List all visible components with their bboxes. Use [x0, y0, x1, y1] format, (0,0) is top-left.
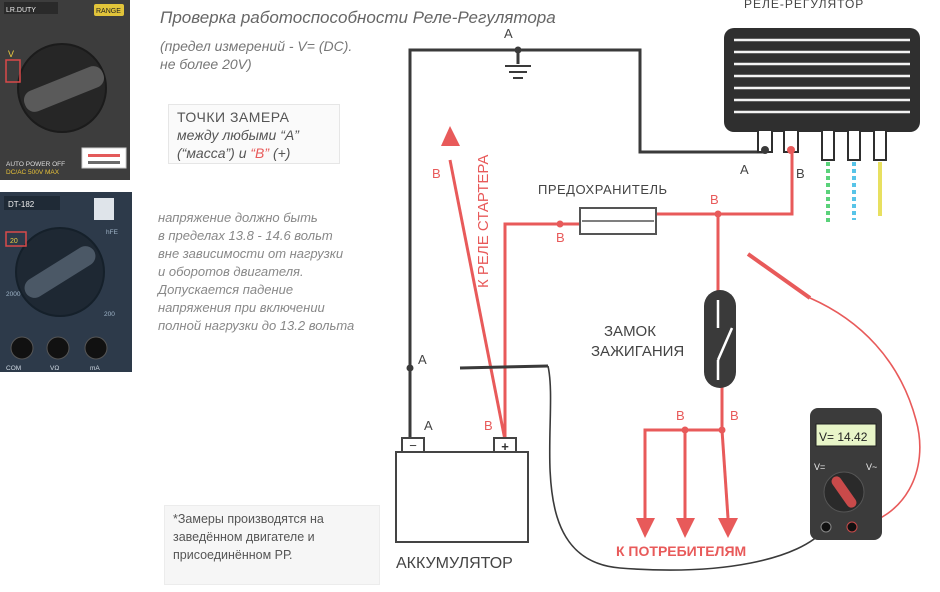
- battery-probe-bar: [459, 364, 549, 370]
- photo-bottom-range20: 20: [10, 238, 18, 245]
- relay-terminal-a: [761, 146, 769, 154]
- label-consumers: К ПОТРЕБИТЕЛЯМ: [616, 543, 746, 559]
- label-b-relay: B: [796, 166, 805, 181]
- photo-bottom-ma: mA: [90, 365, 100, 372]
- relay-regulator: [724, 28, 920, 224]
- label-b-fuse-right: B: [710, 192, 719, 207]
- footnote-line-1: *Замеры производятся на: [173, 512, 324, 526]
- points-box-line3-post: (+): [269, 145, 291, 161]
- fuse: [579, 207, 657, 235]
- junction-b-fuse-left: [556, 220, 564, 228]
- photo-bottom-model: DT-182: [8, 200, 35, 209]
- footnote-line-3: присоединённом РР.: [173, 548, 293, 562]
- label-a-battery-wire: A: [418, 352, 427, 367]
- red-probe: [746, 252, 812, 300]
- photo-bottom-range200: 200: [104, 311, 115, 318]
- battery-minus: −: [409, 438, 417, 453]
- multimeter-mode-label: V=: [814, 462, 825, 472]
- note-line-2: в пределах 13.8 - 14.6 вольт: [158, 228, 333, 243]
- label-b-consumers-1: B: [676, 408, 685, 423]
- footnote-box: *Замеры производятся на заведённом двига…: [164, 505, 380, 585]
- points-box-line2: между любыми “А”: [177, 127, 299, 143]
- junction-b-consumers-2: [718, 426, 726, 434]
- battery-plus: +: [501, 439, 509, 454]
- label-a-battery: A: [424, 418, 433, 433]
- photo-top-mode: V: [8, 49, 14, 59]
- label-relay: РЕЛЕ-РЕГУЛЯТОР: [744, 0, 864, 11]
- junction-a-battery: [406, 364, 414, 372]
- photo-multimeter-top: AUTO POWER OFF DC/AC 500V MAX LR.DUTY RA…: [0, 0, 130, 180]
- label-b-consumers-2: B: [730, 408, 739, 423]
- label-b-fuse-left: B: [556, 230, 565, 245]
- label-starter-relay: К РЕЛЕ СТАРТЕРА: [475, 155, 492, 288]
- label-battery: АККУМУЛЯТОР: [396, 555, 513, 572]
- wire-fuse-to-relay: [655, 146, 794, 216]
- label-fuse: ПРЕДОХРАНИТЕЛЬ: [538, 182, 668, 197]
- ground-symbol: [505, 65, 531, 79]
- label-a-top: A: [504, 26, 513, 41]
- label-b-starter: B: [432, 166, 441, 181]
- meter-red-lead: [809, 297, 921, 528]
- subtitle-line-1: (предел измерений - V= (DC).: [160, 38, 353, 54]
- relay-terminal-b: [787, 146, 795, 154]
- note-line-7: полной нагрузки до 13.2 вольта: [158, 318, 355, 333]
- measurement-points-box: ТОЧКИ ЗАМЕРА между любыми “А” (“масса”) …: [168, 104, 340, 164]
- label-a-relay: A: [740, 162, 749, 177]
- arrow-consumer-3: [718, 518, 738, 538]
- photo-bottom-com: COM: [6, 365, 21, 372]
- wire-battery-to-fuse: [503, 222, 582, 440]
- arrow-consumer-2: [676, 518, 695, 538]
- junction-a-top: [514, 46, 522, 54]
- note-line-6: напряжения при включении: [158, 300, 325, 315]
- photo-top-max: DC/AC 500V MAX: [6, 169, 60, 176]
- note-line-3: вне зависимости от нагрузки: [158, 246, 344, 261]
- arrow-consumer-1: [636, 518, 655, 538]
- wire-starter-relay: [448, 159, 507, 441]
- photo-multimeter-bottom: DT-182 20 2000 200 hFE COM VΩ mA: [0, 192, 132, 372]
- multimeter-display: V= 14.42: [819, 430, 868, 444]
- junction-b-fuse-right: [714, 210, 722, 218]
- label-ignition-2: ЗАЖИГАНИЯ: [591, 343, 684, 360]
- page-title: Проверка работоспособности Реле-Регулято…: [160, 8, 556, 27]
- photo-bottom-hfe: hFE: [106, 229, 119, 236]
- note-line-5: Допускается падение: [158, 282, 294, 297]
- subtitle-line-2: не более 20V): [160, 56, 252, 72]
- label-ignition-1: ЗАМОК: [604, 323, 656, 340]
- photo-bottom-range2000: 2000: [6, 291, 21, 298]
- label-b-battery: B: [484, 418, 493, 433]
- multimeter: [810, 408, 882, 540]
- footnote-line-2: заведённом двигателе и: [173, 530, 315, 544]
- junction-b-consumers-1: [681, 426, 689, 434]
- photo-top-auto-off: AUTO POWER OFF: [6, 161, 65, 168]
- note-line-1: напряжение должно быть: [158, 210, 318, 225]
- points-box-line3-b: “В”: [250, 145, 270, 161]
- arrow-starter-relay: [441, 126, 460, 146]
- ignition-switch: [704, 290, 736, 388]
- points-box-line3-pre: (“масса”) и: [177, 145, 251, 161]
- battery: [395, 437, 529, 543]
- multimeter-mode-ac: V~: [866, 462, 877, 472]
- points-box-line3: (“масса”) и “В” (+): [177, 145, 290, 161]
- photo-top-range: RANGE: [96, 8, 121, 15]
- note-line-4: и оборотов двигателя.: [158, 264, 304, 279]
- meter-black-lead: [547, 365, 827, 571]
- points-box-title: ТОЧКИ ЗАМЕРА: [177, 109, 290, 125]
- photo-bottom-vo: VΩ: [50, 365, 59, 372]
- photo-top-brand: LR.DUTY: [6, 7, 36, 14]
